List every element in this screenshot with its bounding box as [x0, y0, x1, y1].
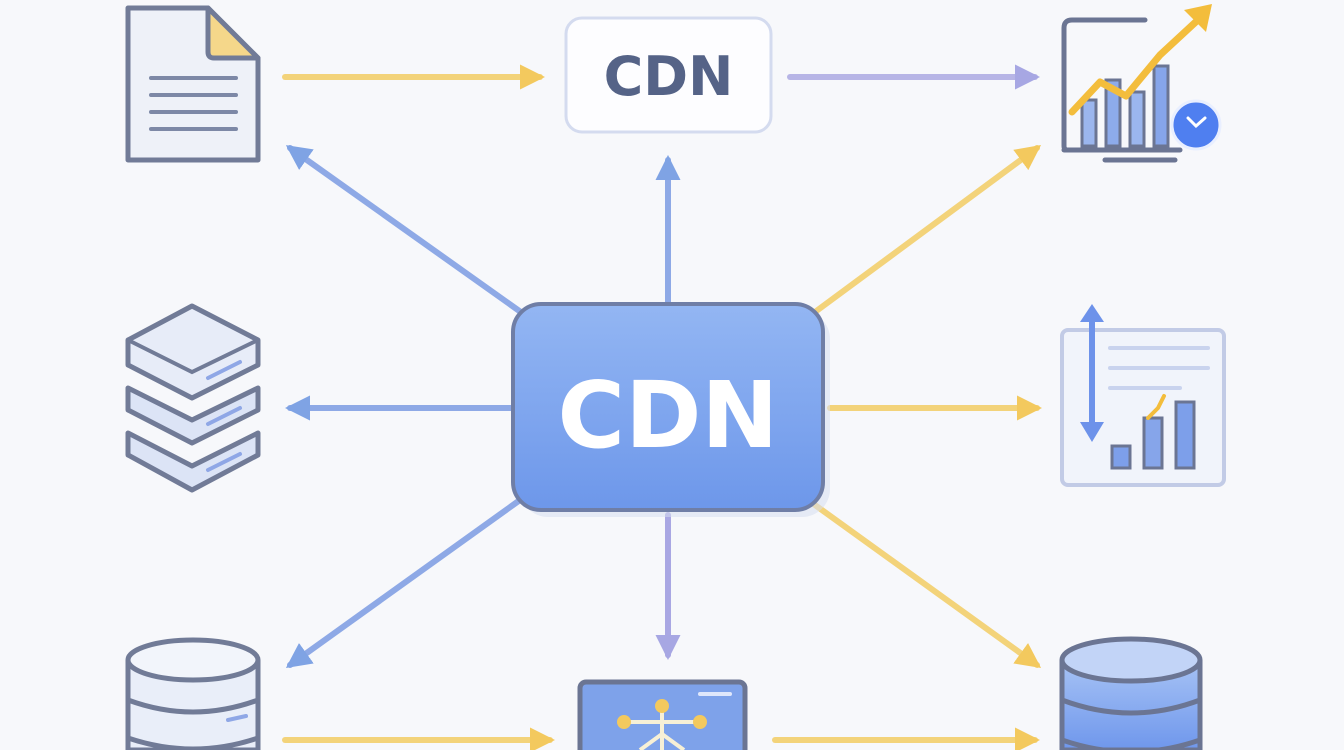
arrow-center-to-document — [285, 145, 528, 318]
center-cdn-box: CDN — [511, 302, 830, 517]
connector-arrows — [282, 64, 1043, 750]
server-stack-icon — [125, 303, 261, 493]
arrow-center-to-database-left — [285, 497, 523, 668]
analytics-chart-icon — [1061, 4, 1222, 163]
report-chart-icon — [1060, 304, 1226, 487]
center-cdn-label: CDN — [558, 362, 779, 469]
database-filled-icon — [1059, 636, 1203, 750]
network-hub-window-icon — [577, 679, 748, 750]
arrow-center-to-analytics — [812, 145, 1042, 315]
top-cdn-box: CDN — [564, 16, 773, 134]
top-cdn-label: CDN — [604, 45, 734, 108]
arrow-center-to-database-right — [812, 502, 1042, 668]
database-icon — [125, 637, 261, 750]
document-icon — [125, 5, 261, 163]
